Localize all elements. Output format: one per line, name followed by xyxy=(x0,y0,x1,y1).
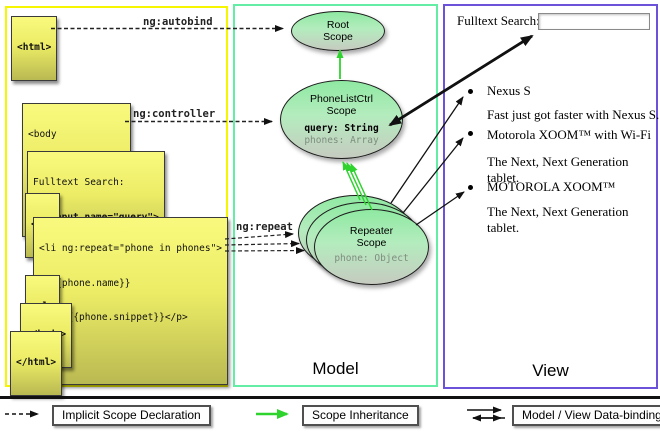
controller-label: ng:controller xyxy=(133,108,216,120)
model-column: Model xyxy=(233,4,438,387)
phone-title: Motorola XOOM™ with Wi-Fi xyxy=(487,127,652,142)
legend-implicit-scope: Implicit Scope Declaration xyxy=(52,405,211,426)
repeat-label: ng:repeat xyxy=(236,221,293,233)
legend-scope-inheritance: Scope Inheritance xyxy=(302,405,419,426)
view-column: View xyxy=(443,4,658,389)
view-column-label: View xyxy=(532,361,569,380)
phone-desc: The Next, Next Generation tablet. xyxy=(487,154,629,185)
legend-double-arrow-icon xyxy=(467,406,505,422)
bullet-icon xyxy=(468,89,473,94)
fulltext-search-label: Fulltext Search: xyxy=(457,13,540,28)
phone-title: MOTOROLA XOOM™ xyxy=(487,179,616,194)
phone-title: Nexus S xyxy=(487,83,531,98)
bullet-icon xyxy=(468,185,473,190)
root-scope-ellipse: Root Scope xyxy=(291,11,385,51)
code-box-li-repeat: <li ng:repeat="phone in phones"> {{phone… xyxy=(33,217,229,385)
legend-data-binding: Model / View Data-binding xyxy=(512,405,660,426)
code-box-html-open: <html> xyxy=(11,16,58,81)
model-column-label: Model xyxy=(312,359,359,378)
phone-desc: Fast just got faster with Nexus S. xyxy=(487,107,660,122)
fulltext-search-input[interactable] xyxy=(538,13,650,30)
code-box-html-close: </html> xyxy=(10,331,63,396)
phone-desc: The Next, Next Generation tablet. xyxy=(487,204,629,235)
repeater-scope-ellipse: Repeater Scope phone: Object xyxy=(314,209,429,285)
bullet-icon xyxy=(468,131,473,136)
autobind-label: ng:autobind xyxy=(143,16,213,28)
legend-divider xyxy=(0,396,660,399)
phonelistctrl-scope-ellipse: PhoneListCtrl Scope query: String phones… xyxy=(280,80,403,159)
